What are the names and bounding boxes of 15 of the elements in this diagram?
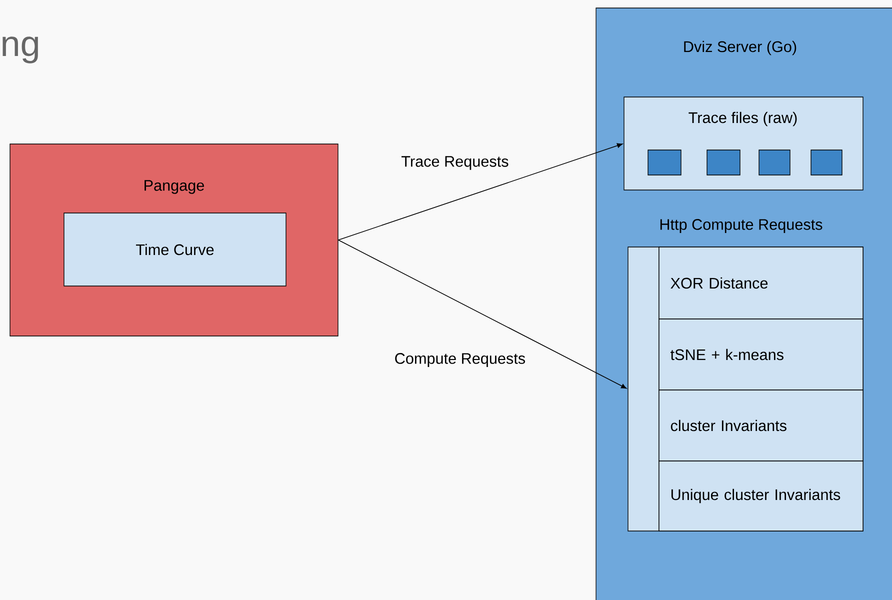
file-square <box>810 150 842 176</box>
title-text: ng <box>2 36 38 64</box>
component-box: Time Curve <box>64 212 286 286</box>
edge-label: Compute Requests <box>393 352 527 368</box>
list-row: cluster Invariants <box>658 390 864 462</box>
file-square <box>648 150 682 176</box>
file-square <box>706 150 740 176</box>
file-square <box>758 150 790 176</box>
list-row: XOR Distance <box>658 246 864 320</box>
arrow <box>338 143 623 240</box>
list-row: Unique cluster Invariants <box>658 460 864 532</box>
node-label: Http Compute Requests <box>660 219 822 233</box>
list-row: tSNE + k-means <box>658 318 864 390</box>
edge-label: Trace Requests <box>400 154 510 172</box>
arrow <box>338 240 627 389</box>
